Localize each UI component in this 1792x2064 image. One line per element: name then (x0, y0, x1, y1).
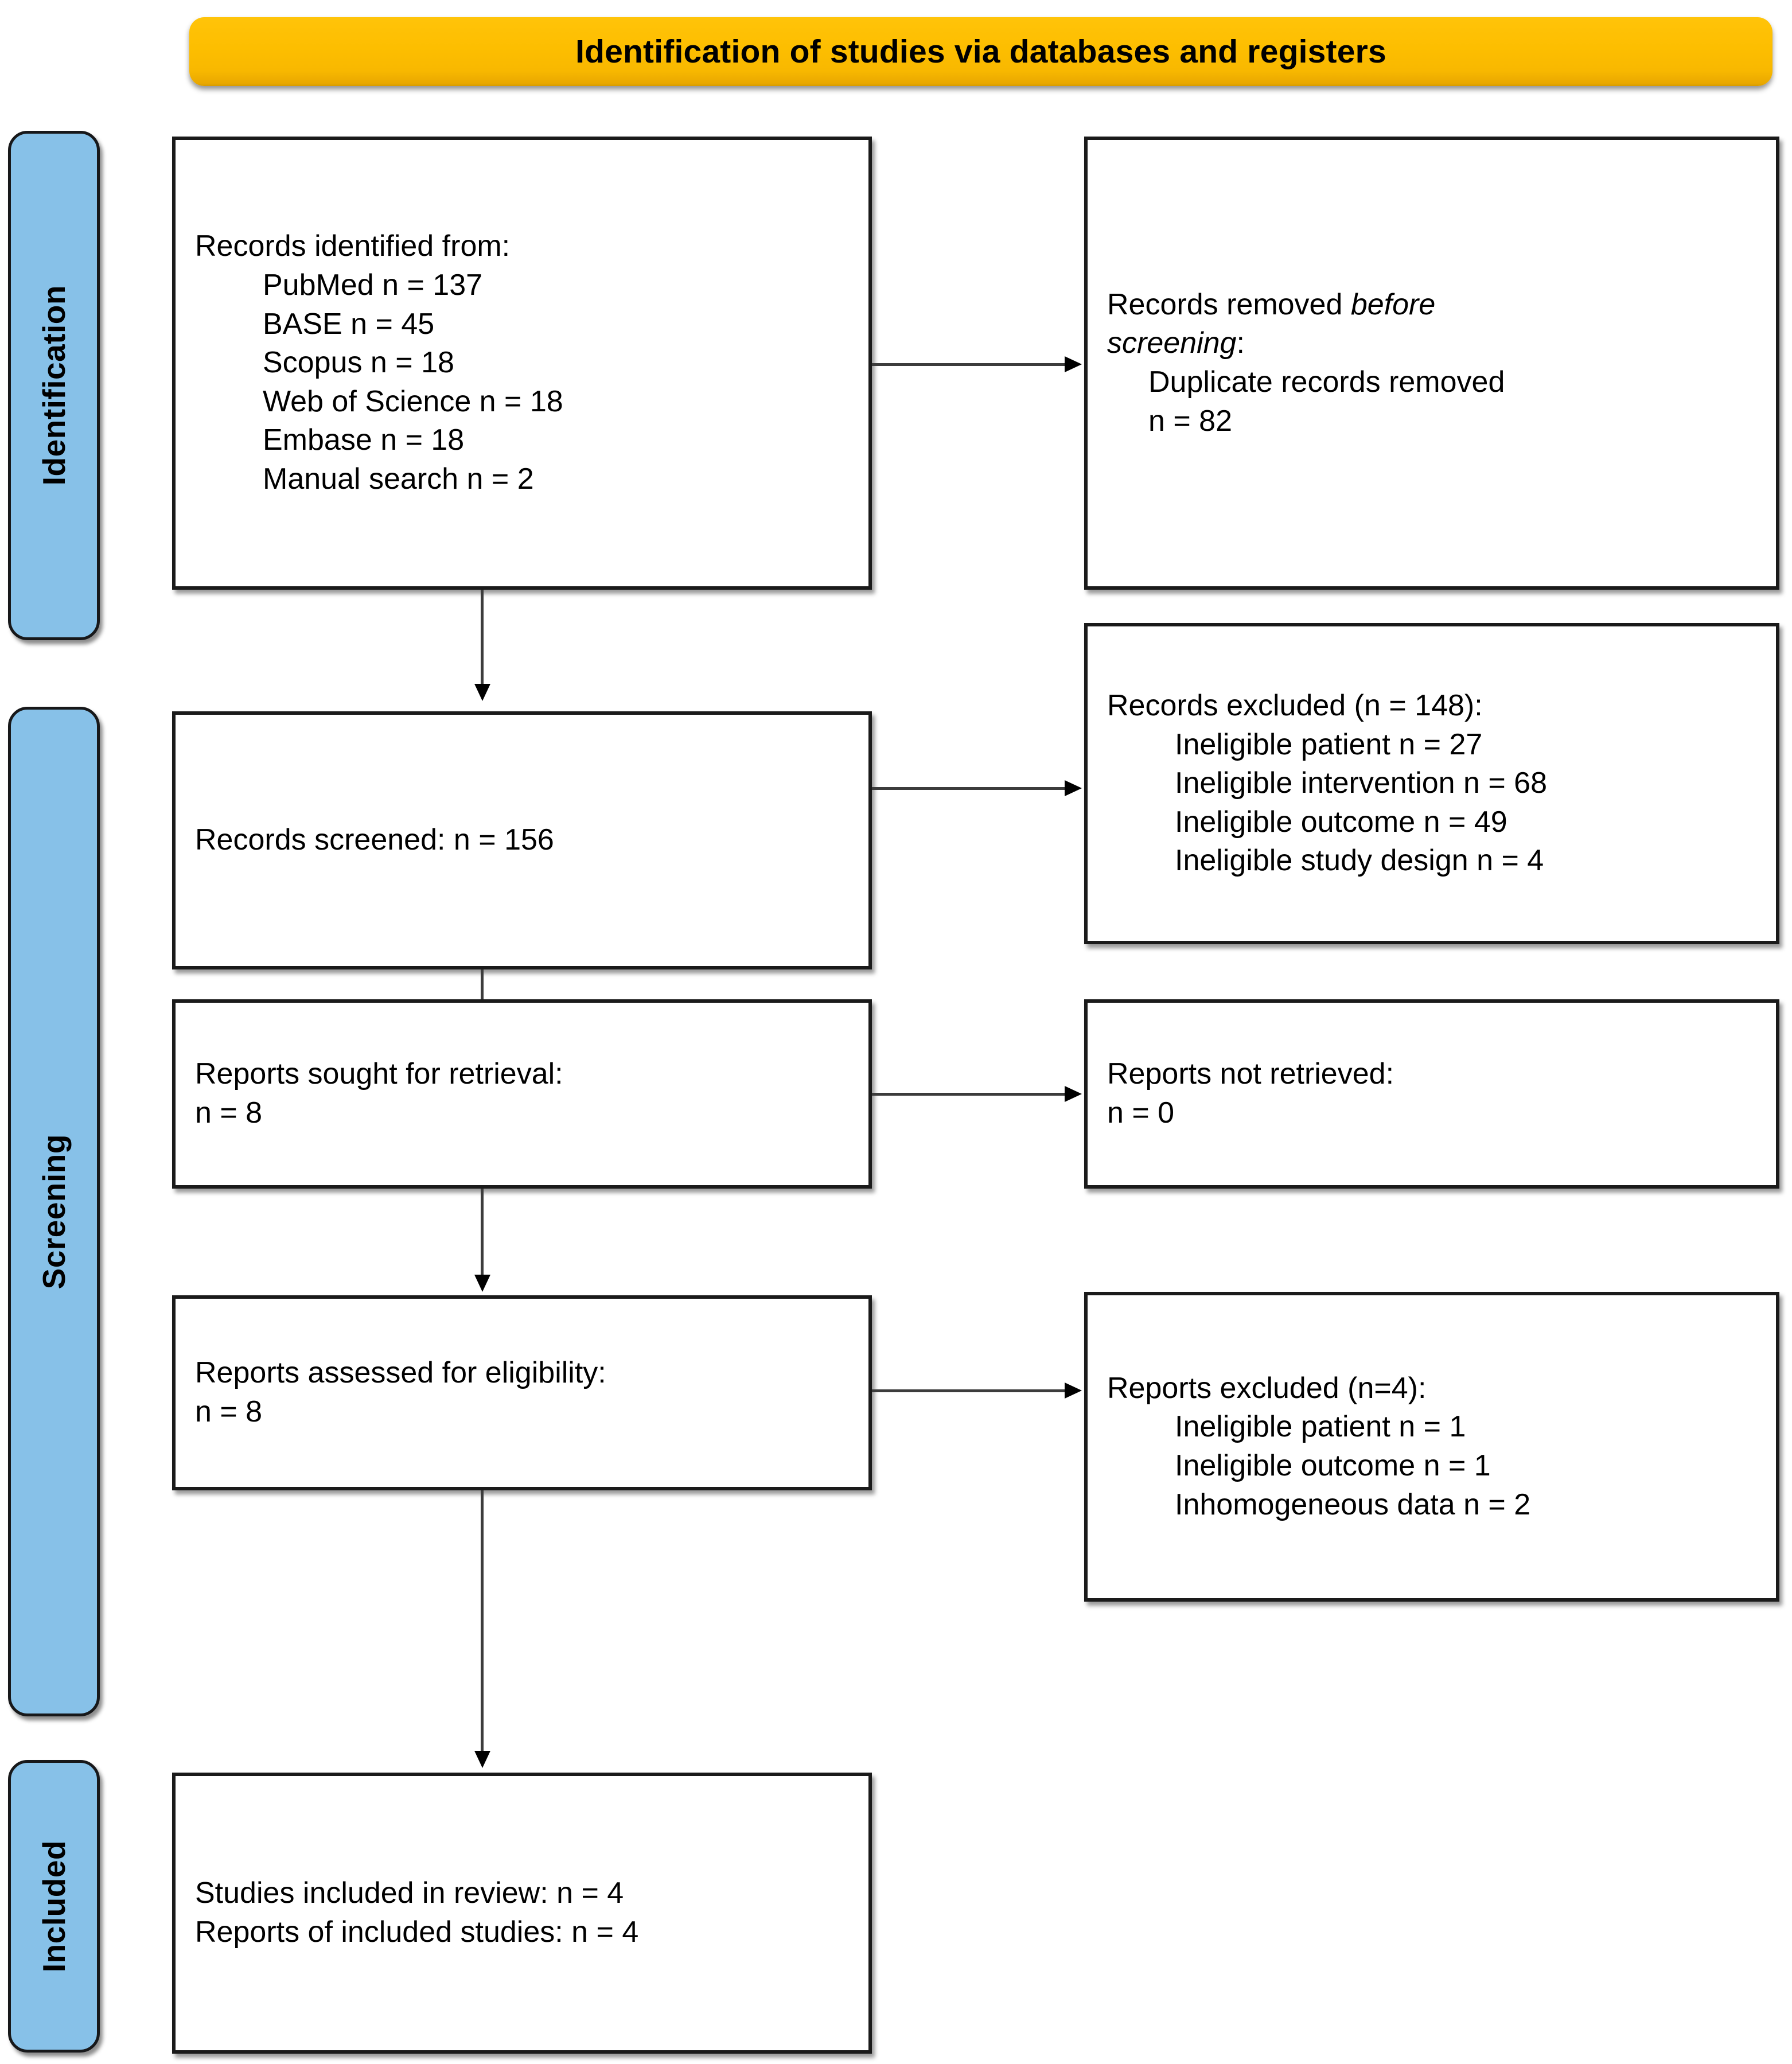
records-excluded-reason: Ineligible patient n = 27 (1175, 727, 1483, 761)
reports-sought-label: Reports sought for retrieval: (195, 1057, 563, 1091)
records-identified-source: Scopus n = 18 (263, 346, 454, 380)
box-studies-included: Studies included in review: n = 4 Report… (172, 1773, 872, 2054)
arrow-identified-to-screened (481, 590, 484, 688)
reports-excluded-reason: Ineligible outcome n = 1 (1175, 1449, 1491, 1482)
records-identified-source: BASE n = 45 (263, 307, 435, 341)
box-reports-excluded: Reports excluded (n=4): Ineligible patie… (1084, 1292, 1779, 1602)
arrow-identified-to-removed (872, 363, 1067, 366)
records-excluded-heading: Records excluded (n = 148): (1107, 689, 1483, 723)
box-records-excluded: Records excluded (n = 148): Ineligible p… (1084, 623, 1779, 944)
phase-bar-screening: Screening (8, 707, 100, 1716)
diagram-title: Identification of studies via databases … (575, 33, 1386, 70)
reports-of-included-studies: Reports of included studies: n = 4 (195, 1915, 639, 1949)
arrow-screened-to-excluded (872, 787, 1067, 790)
records-removed-heading-italic: before (1350, 287, 1436, 321)
phase-bar-identification: Identification (8, 131, 100, 640)
records-excluded-reason: Ineligible intervention n = 68 (1175, 766, 1548, 800)
phase-label-included: Included (36, 1840, 72, 1973)
records-identified-source: Web of Science n = 18 (263, 384, 563, 418)
arrow-assessed-to-reports-excluded (872, 1389, 1067, 1392)
studies-included-in-review: Studies included in review: n = 4 (195, 1876, 624, 1910)
box-records-removed-before-screening: Records removed before screening: Duplic… (1084, 137, 1779, 590)
diagram-header-banner: Identification of studies via databases … (189, 17, 1772, 86)
records-identified-source: PubMed n = 137 (263, 268, 483, 302)
records-identified-source: Embase n = 18 (263, 423, 465, 457)
reports-assessed-label: Reports assessed for eligibility: (195, 1356, 606, 1390)
records-removed-heading-prefix: Records removed (1107, 287, 1351, 321)
records-removed-item: Duplicate records removed (1148, 365, 1505, 399)
reports-assessed-count: n = 8 (195, 1395, 263, 1428)
arrow-sought-to-not-retrieved-head (1065, 1086, 1082, 1102)
reports-excluded-reason: Ineligible patient n = 1 (1175, 1410, 1466, 1444)
arrow-sought-to-assessed (481, 1189, 484, 1279)
box-records-identified: Records identified from: PubMed n = 137 … (172, 137, 872, 590)
arrow-screened-to-excluded-head (1065, 780, 1082, 796)
box-reports-assessed-for-eligibility: Reports assessed for eligibility: n = 8 (172, 1295, 872, 1490)
records-removed-heading-italic2: screening (1107, 326, 1237, 360)
records-identified-source: Manual search n = 2 (263, 462, 534, 496)
box-reports-sought-for-retrieval: Reports sought for retrieval: n = 8 (172, 999, 872, 1189)
reports-sought-count: n = 8 (195, 1096, 263, 1130)
arrow-assessed-to-included (481, 1490, 484, 1755)
arrow-assessed-to-reports-excluded-head (1065, 1383, 1082, 1399)
records-removed-heading-line1: Records removed before (1107, 286, 1756, 325)
reports-excluded-reason: Inhomogeneous data n = 2 (1175, 1487, 1531, 1521)
reports-not-retrieved-count: n = 0 (1107, 1096, 1175, 1130)
records-screened-text: Records screened: n = 156 (195, 823, 554, 857)
phase-bar-included: Included (8, 1760, 100, 2053)
phase-label-identification: Identification (36, 285, 72, 486)
records-excluded-reason: Ineligible outcome n = 49 (1175, 805, 1507, 839)
box-records-screened: Records screened: n = 156 (172, 711, 872, 969)
records-removed-heading-suffix: : (1236, 326, 1245, 360)
reports-not-retrieved-label: Reports not retrieved: (1107, 1057, 1394, 1091)
phase-label-screening: Screening (36, 1134, 72, 1290)
arrow-identified-to-removed-head (1065, 356, 1082, 372)
arrow-assessed-to-included-head (474, 1751, 490, 1768)
records-removed-heading-line2: screening: (1107, 324, 1756, 363)
reports-excluded-heading: Reports excluded (n=4): (1107, 1371, 1427, 1405)
arrow-sought-to-not-retrieved (872, 1093, 1067, 1096)
box-reports-not-retrieved: Reports not retrieved: n = 0 (1084, 999, 1779, 1189)
records-identified-heading: Records identified from: (195, 229, 511, 263)
records-excluded-reason: Ineligible study design n = 4 (1175, 844, 1544, 878)
arrow-sought-to-assessed-head (474, 1275, 490, 1292)
records-removed-count: n = 82 (1148, 404, 1233, 438)
arrow-identified-to-screened-head (474, 684, 490, 701)
